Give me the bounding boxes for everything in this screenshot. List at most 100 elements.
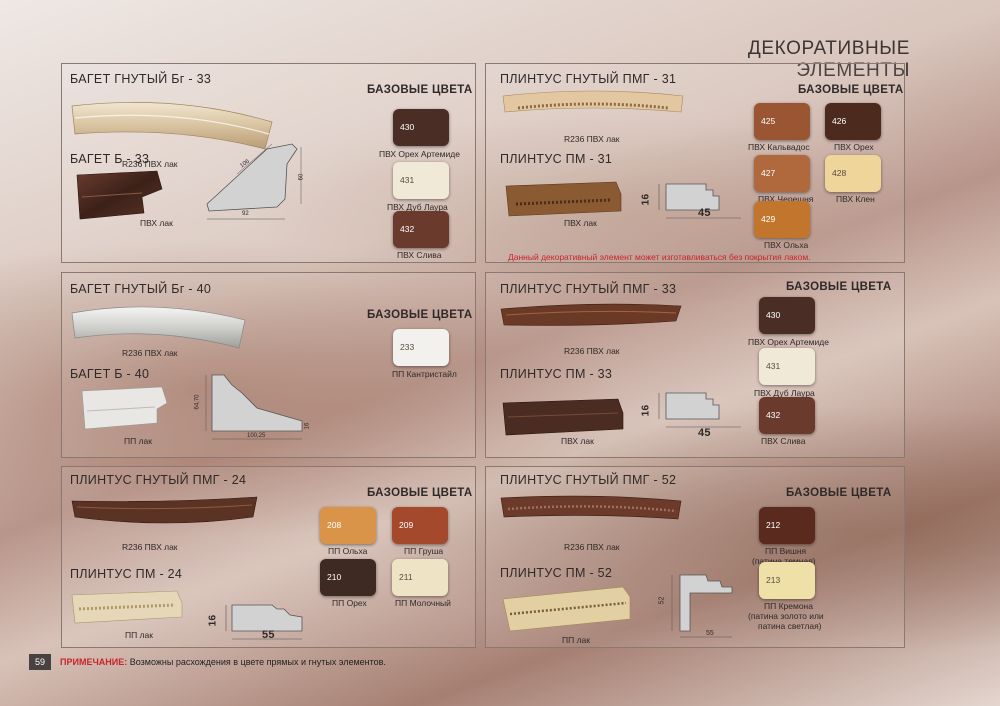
caption-pm33: ПВХ лак	[561, 436, 594, 446]
dim-55: 55	[706, 630, 714, 637]
swatch-name-432: ПВХ Слива	[761, 436, 806, 446]
profile-drawing-pm52	[671, 574, 733, 638]
curved-plintus-24-image	[71, 496, 258, 524]
no-lacquer-note: Данный декоративный элемент может изгота…	[508, 252, 811, 262]
swatch-name-431: ПВХ Дуб Лаура	[754, 388, 815, 398]
panel-plintus-pmg-24: ПЛИНТУС ГНУТЫЙ ПМГ - 24 БАЗОВЫЕ ЦВЕТА R2…	[61, 466, 476, 648]
base-colors-title: БАЗОВЫЕ ЦВЕТА	[367, 487, 473, 499]
caption-b33: ПВХ лак	[140, 218, 173, 228]
swatch-code: 430	[400, 122, 415, 132]
swatch-code: 213	[766, 575, 781, 585]
dim-55: 55	[262, 629, 275, 641]
curved-plintus-52-image	[500, 495, 682, 520]
swatch-name-426: ПВХ Орех	[834, 142, 874, 152]
swatch-code: 233	[400, 342, 415, 352]
straight-baget-image	[76, 170, 163, 220]
caption-pm52: ПП лак	[562, 635, 590, 645]
dim-92: 92	[242, 211, 249, 217]
straight-plintus-52-image	[502, 586, 631, 632]
swatch-name-210: ПП Орех	[332, 598, 367, 608]
swatch-code: 427	[761, 168, 776, 178]
swatch-name2-212: (патина темная)	[752, 556, 816, 566]
caption-pmg24: R236 ПВХ лак	[122, 542, 178, 552]
dim-16: 16	[640, 193, 652, 206]
swatch-code: 430	[766, 310, 781, 320]
panel-baget-bg-33: БАГЕТ ГНУТЫЙ Бг - 33 БАЗОВЫЕ ЦВЕТА R236 …	[61, 63, 476, 263]
profile-drawing-pm24	[225, 604, 303, 640]
curved-baget-image	[71, 102, 273, 150]
base-colors-title: БАЗОВЫЕ ЦВЕТА	[786, 487, 892, 499]
caption-bg33: R236 ПВХ лак	[122, 159, 178, 169]
section-title-pmg31: ПЛИНТУС ГНУТЫЙ ПМГ - 31	[500, 72, 677, 86]
swatch-430[interactable]: 430	[759, 297, 815, 334]
dim-64-70: 64,70	[194, 394, 201, 410]
swatch-209[interactable]: 209	[392, 507, 448, 544]
section-title-pmg24: ПЛИНТУС ГНУТЫЙ ПМГ - 24	[70, 473, 247, 487]
dim-45: 45	[698, 427, 711, 439]
swatch-code: 425	[761, 116, 776, 126]
section-title-b33: БАГЕТ Б - 33	[70, 152, 150, 166]
swatch-name2-213: (патина золото или	[748, 611, 824, 621]
curved-baget-40-image	[71, 306, 246, 349]
swatch-432[interactable]: 432	[759, 397, 815, 434]
section-title-pm52: ПЛИНТУС ПМ - 52	[500, 566, 613, 580]
caption-b40: ПП лак	[124, 436, 152, 446]
swatch-432[interactable]: 432	[393, 211, 449, 248]
dim-60: 60	[298, 173, 305, 181]
swatch-name-431: ПВХ Дуб Лаура	[387, 202, 448, 212]
swatch-425[interactable]: 425	[754, 103, 810, 140]
swatch-426[interactable]: 426	[825, 103, 881, 140]
section-title-pm33: ПЛИНТУС ПМ - 33	[500, 367, 613, 381]
swatch-427[interactable]: 427	[754, 155, 810, 192]
page-title: ДЕКОРАТИВНЫЕ ЭЛЕМЕНТЫ	[747, 38, 910, 81]
section-title-pmg33: ПЛИНТУС ГНУТЫЙ ПМГ - 33	[500, 282, 677, 296]
profile-drawing-pm31	[658, 183, 741, 219]
section-title-bg33: БАГЕТ ГНУТЫЙ Бг - 33	[70, 72, 212, 86]
footer-note-text: Возможны расхождения в цвете прямых и гн…	[127, 657, 386, 667]
base-colors-title: БАЗОВЫЕ ЦВЕТА	[798, 84, 904, 96]
swatch-428[interactable]: 428	[825, 155, 881, 192]
curved-plintus-image	[502, 90, 684, 113]
base-colors-title: БАЗОВЫЕ ЦВЕТА	[367, 84, 473, 96]
swatch-name-428: ПВХ Клен	[836, 194, 875, 204]
dim-16: 16	[207, 614, 219, 627]
swatch-code: 432	[400, 224, 415, 234]
swatch-210[interactable]: 210	[320, 559, 376, 596]
swatch-430[interactable]: 430	[393, 109, 449, 146]
swatch-name-211: ПП Молочный	[395, 598, 451, 608]
section-title-pm31: ПЛИНТУС ПМ - 31	[500, 152, 613, 166]
curved-plintus-33-image	[500, 303, 682, 326]
swatch-208[interactable]: 208	[320, 507, 376, 544]
swatch-code: 426	[832, 116, 847, 126]
swatch-name-212: ПП Вишня	[765, 546, 807, 556]
swatch-code: 209	[399, 520, 414, 530]
panel-plintus-pmg-31: ПЛИНТУС ГНУТЫЙ ПМГ - 31 БАЗОВЫЕ ЦВЕТА R2…	[485, 63, 905, 263]
swatch-431[interactable]: 431	[393, 162, 449, 199]
swatch-name-430: ПВХ Орех Артемиде	[379, 149, 460, 159]
footer-note: ПРИМЕЧАНИЕ: Возможны расхождения в цвете…	[60, 657, 386, 667]
panel-plintus-pmg-33: ПЛИНТУС ГНУТЫЙ ПМГ - 33 БАЗОВЫЕ ЦВЕТА R2…	[485, 272, 905, 458]
swatch-code: 208	[327, 520, 342, 530]
profile-drawing-b33	[206, 143, 302, 220]
profile-drawing-b40	[205, 374, 303, 440]
caption-pm31: ПВХ лак	[564, 218, 597, 228]
straight-baget-40-image	[81, 386, 168, 430]
swatch-233[interactable]: 233	[393, 329, 449, 366]
swatch-429[interactable]: 429	[754, 201, 810, 238]
swatch-name-427: ПВХ Черешня	[758, 194, 814, 204]
caption-bg40: R236 ПВХ лак	[122, 348, 178, 358]
caption-pmg52: R236 ПВХ лак	[564, 542, 620, 552]
swatch-code: 432	[766, 410, 781, 420]
swatch-name-430: ПВХ Орех Артемиде	[748, 337, 829, 347]
swatch-211[interactable]: 211	[392, 559, 448, 596]
swatch-431[interactable]: 431	[759, 348, 815, 385]
straight-plintus-24-image	[71, 590, 183, 624]
swatch-213[interactable]: 213	[759, 562, 815, 599]
swatch-name-429: ПВХ Ольха	[764, 240, 809, 250]
swatch-code: 431	[400, 175, 415, 185]
swatch-212[interactable]: 212	[759, 507, 815, 544]
swatch-code: 428	[832, 168, 847, 178]
base-colors-title: БАЗОВЫЕ ЦВЕТА	[786, 281, 892, 293]
dim-100-25: 100,25	[247, 433, 266, 439]
swatch-code: 211	[399, 572, 413, 582]
